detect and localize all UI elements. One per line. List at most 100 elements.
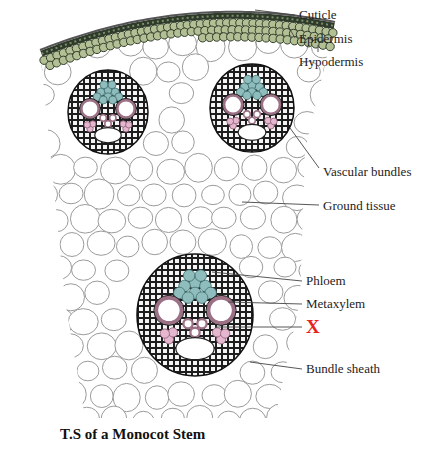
leader-line <box>250 362 302 369</box>
parenchyma-cell <box>242 155 267 181</box>
parenchyma-cell <box>170 230 196 254</box>
phloem-cell <box>243 91 251 99</box>
part-label: Ground tissue <box>323 199 396 213</box>
leader-line <box>228 302 302 304</box>
parenchyma-cell <box>17 208 46 233</box>
figure-caption: T.S of a Monocot Stem <box>60 426 205 443</box>
protoxylem-vessel <box>249 117 256 124</box>
leader-line <box>242 202 319 205</box>
parenchyma-cell <box>326 309 349 333</box>
part-label: Hypodermis <box>299 55 363 69</box>
parenchyma-cell <box>202 185 225 204</box>
parenchyma-cell <box>31 332 57 354</box>
parenchyma-cell <box>87 231 115 255</box>
parenchyma-cell <box>295 407 322 433</box>
parenchyma-cell <box>128 207 153 228</box>
parenchyma-cell <box>19 357 45 383</box>
parenchyma-cell <box>98 209 126 233</box>
xylem-parenchyma <box>126 122 132 128</box>
metaxylem-vessel <box>117 100 135 118</box>
metaxylem-vessel <box>156 298 182 324</box>
phloem-cell <box>100 81 108 89</box>
parenchyma-cell <box>169 83 193 104</box>
parenchyma-cell <box>142 229 168 254</box>
parenchyma-cell <box>159 107 185 133</box>
parenchyma-cell <box>57 284 84 311</box>
protoxylem-vessel <box>100 115 106 121</box>
metaxylem-vessel <box>81 100 99 118</box>
parenchyma-cell <box>74 157 98 178</box>
parenchyma-cell <box>172 131 194 153</box>
parenchyma-cell <box>224 380 251 407</box>
parenchyma-cell <box>309 232 337 257</box>
parenchyma-cell <box>212 207 237 228</box>
xylem-parenchyma <box>270 118 277 125</box>
parenchyma-cell <box>85 281 110 304</box>
parenchyma-cell <box>20 409 43 432</box>
parenchyma-cell <box>143 132 168 156</box>
protoxylem-lacuna <box>95 128 121 143</box>
leader-line <box>215 327 302 328</box>
protoxylem-lacuna <box>176 338 214 360</box>
parenchyma-cell <box>18 10 41 31</box>
parenchyma-cell <box>324 210 348 233</box>
parenchyma-cell <box>298 157 321 178</box>
metaxylem-wall <box>260 94 282 116</box>
parenchyma-cell <box>230 235 253 259</box>
parenchyma-cell <box>77 361 99 381</box>
parenchyma-cell <box>102 356 126 379</box>
parenchyma-cell <box>311 132 335 156</box>
parenchyma-cell <box>270 157 296 182</box>
parenchyma-cell <box>168 382 195 406</box>
parenchyma-cell <box>129 157 152 181</box>
epidermis-band <box>40 12 337 70</box>
vascular-bundles <box>68 64 294 376</box>
parenchyma-cell <box>131 357 157 383</box>
metaxylem-wall <box>206 295 236 325</box>
bundle-sheath <box>137 254 253 376</box>
protoxylem-vessel <box>190 328 199 337</box>
parenchyma-cell <box>258 237 282 259</box>
parenchyma-cell <box>29 84 54 106</box>
parenchyma-cell <box>172 184 196 207</box>
part-label: Bundle sheath <box>306 362 380 376</box>
phloem-cell <box>108 81 116 89</box>
metaxylem-wall <box>80 98 101 119</box>
leader-line <box>255 10 295 15</box>
parenchyma-cell <box>253 335 277 359</box>
parenchyma-cell <box>145 386 168 409</box>
parenchyma-cell <box>240 361 265 384</box>
metaxylem-vessel <box>224 95 242 113</box>
leader-line <box>318 45 319 52</box>
parenchyma-cell <box>46 256 72 280</box>
parenchyma-cell <box>142 184 166 206</box>
parenchyma-cell <box>157 159 185 184</box>
parenchyma-cell <box>271 206 297 233</box>
parenchyma-cell <box>29 232 58 257</box>
parenchyma-cell <box>44 361 67 381</box>
parenchyma-cell <box>274 257 296 277</box>
parenchyma-cell <box>46 210 69 232</box>
parenchyma-cell <box>217 411 240 432</box>
parenchyma-cell <box>70 204 100 233</box>
parenchyma-cell <box>16 305 44 333</box>
protoxylem-vessel <box>183 319 192 328</box>
protoxylem-vessel <box>110 115 116 121</box>
parenchyma-cell <box>310 79 340 110</box>
phloem-cell <box>253 91 261 99</box>
parenchyma-cell <box>284 382 312 409</box>
phloem-cell <box>182 292 194 304</box>
protoxylem-vessel <box>197 319 206 328</box>
phloem-cell <box>109 96 117 104</box>
metaxylem-wall <box>116 98 137 119</box>
metaxylem-wall <box>222 94 244 116</box>
bundle-sheath <box>210 64 294 152</box>
parenchyma-cell <box>101 309 126 331</box>
parenchyma-cell <box>310 380 339 406</box>
parenchyma-cell <box>240 408 266 433</box>
part-label: Vascular bundles <box>323 165 411 179</box>
parenchyma-cell <box>187 405 213 428</box>
phloem-cell <box>183 270 195 282</box>
parenchyma-cell <box>256 384 284 408</box>
